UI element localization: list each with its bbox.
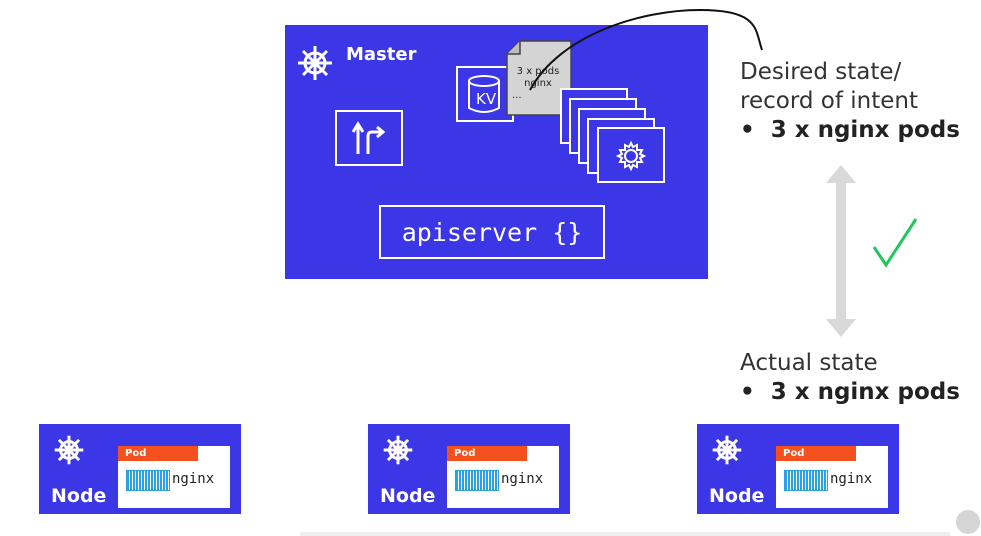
node-label: Node	[51, 485, 107, 507]
container-name: nginx	[830, 471, 873, 487]
node-box: Node Pod nginx	[697, 424, 899, 514]
actual-state-line1: Actual state	[740, 350, 878, 376]
checkmark-icon	[872, 218, 918, 268]
node-label: Node	[380, 485, 436, 507]
desired-state-block: Desired state/ record of intent • 3 x ng…	[740, 58, 960, 145]
container-name: nginx	[172, 471, 215, 487]
route-arrow-icon	[351, 121, 386, 154]
desired-state-line2: record of intent	[740, 88, 918, 114]
actual-state-block: Actual state • 3 x nginx pods	[740, 349, 960, 407]
document-line: ...	[512, 90, 522, 101]
actual-state-item-text: 3 x nginx pods	[770, 379, 960, 405]
container-icon	[455, 470, 499, 491]
pod-card: Pod nginx	[447, 446, 559, 508]
gear-icon	[615, 140, 647, 172]
node-box: Node Pod nginx	[368, 424, 570, 514]
scheduler-box	[335, 110, 403, 166]
bullet: •	[740, 379, 755, 405]
node-label: Node	[709, 485, 765, 507]
kv-label: KV	[476, 90, 497, 108]
database-icon	[468, 75, 500, 113]
helm-wheel-icon	[712, 435, 742, 465]
container-name: nginx	[501, 471, 544, 487]
pod-card: Pod nginx	[118, 446, 230, 508]
helm-wheel-icon	[54, 435, 84, 465]
helm-wheel-icon	[383, 435, 413, 465]
bullet: •	[740, 117, 755, 143]
pod-card: Pod nginx	[776, 446, 888, 508]
play-icon[interactable]	[956, 510, 980, 534]
pod-tag: Pod	[447, 446, 527, 461]
desired-state-item: • 3 x nginx pods	[740, 116, 960, 145]
pod-tag: Pod	[118, 446, 198, 461]
container-icon	[126, 470, 170, 491]
double-arrow-icon	[826, 165, 856, 337]
desired-state-item-text: 3 x nginx pods	[770, 117, 960, 143]
master-title: Master	[346, 44, 417, 65]
document-text: 3 x pods nginx ...	[510, 66, 566, 102]
progress-track	[300, 532, 950, 536]
desired-state-line1: Desired state/	[740, 59, 902, 85]
apiserver-box: apiserver {}	[379, 205, 605, 259]
node-box: Node Pod nginx	[39, 424, 241, 514]
container-icon	[784, 470, 828, 491]
helm-wheel-icon	[298, 46, 332, 80]
controller-card	[597, 127, 665, 183]
pod-tag: Pod	[776, 446, 856, 461]
document-line: nginx	[524, 78, 552, 89]
document-line: 3 x pods	[516, 66, 560, 77]
actual-state-item: • 3 x nginx pods	[740, 378, 960, 407]
